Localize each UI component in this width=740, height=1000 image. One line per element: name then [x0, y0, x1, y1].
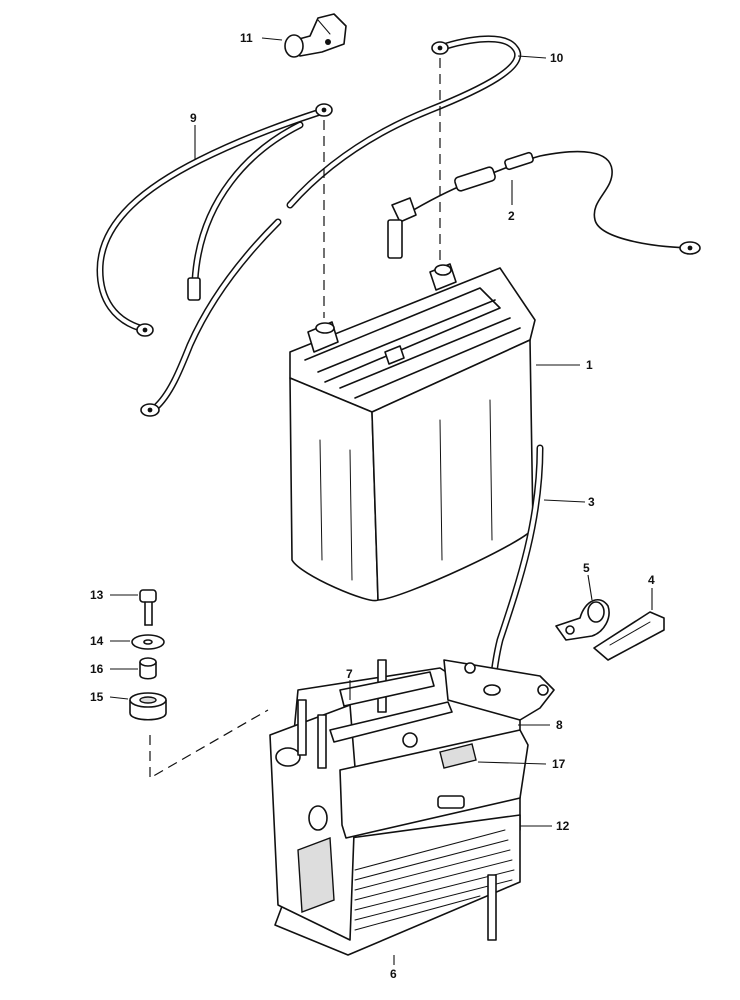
part-14-washer: [131, 634, 165, 650]
label-part-6: 6: [390, 967, 397, 981]
part-2-lead-wire: [387, 150, 701, 259]
part-16-collar: [139, 657, 157, 680]
part-11-terminal-cover: [284, 13, 347, 58]
label-part-8: 8: [556, 718, 563, 732]
label-part-15: 15: [90, 690, 104, 704]
label-part-12: 12: [556, 819, 570, 833]
leader-lines: [109, 37, 653, 965]
part-15-cushion: [129, 692, 167, 721]
label-part-2: 2: [508, 209, 515, 223]
part-4-clip: [593, 611, 665, 661]
label-part-16: 16: [90, 662, 104, 676]
label-part-1: 1: [586, 358, 593, 372]
label-part-7: 7: [346, 667, 353, 681]
part-13-bolt: [139, 589, 157, 626]
label-part-10: 10: [550, 51, 564, 65]
part-7-holder-rods: [297, 659, 497, 941]
label-part-4: 4: [648, 573, 655, 587]
part-9-positive-cable: [96, 103, 333, 337]
part-10-negative-cable: [140, 35, 521, 417]
label-part-5: 5: [583, 561, 590, 575]
label-part-17: 17: [552, 757, 566, 771]
label-part-9: 9: [190, 111, 197, 125]
guide-line: [149, 709, 269, 780]
label-part-11: 11: [240, 31, 253, 45]
label-part-14: 14: [90, 634, 104, 648]
part-1-battery: [289, 263, 536, 602]
part-5-clamp: [555, 598, 610, 641]
label-part-13: 13: [90, 588, 104, 602]
part-12-battery-case: [269, 659, 555, 956]
label-part-3: 3: [588, 495, 595, 509]
